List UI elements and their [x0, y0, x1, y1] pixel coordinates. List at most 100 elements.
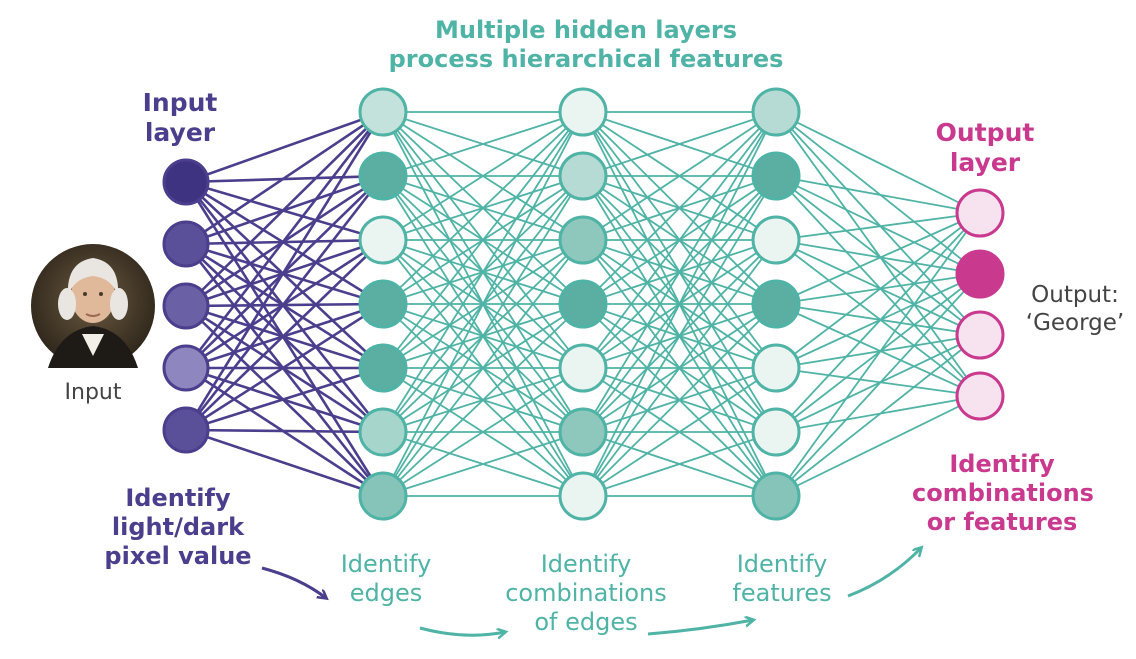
edge-hidden-3-7-to-output-4	[775, 395, 981, 497]
hidden-2-node-2	[558, 151, 608, 201]
edge-hidden-3-6-to-output-4	[775, 395, 981, 433]
edge-hidden-3-2-to-output-2	[775, 175, 981, 275]
edge-hidden-1-4-to-hidden-2-1	[382, 111, 584, 305]
edge-input-5-to-hidden-1-3	[185, 239, 384, 431]
output-step-label: Identify combinations or features	[912, 450, 1094, 536]
hidden2-step-label: Identify combinations of edges	[505, 550, 667, 636]
output-node-3	[955, 310, 1005, 360]
output-node-1	[955, 188, 1005, 238]
edge-hidden-1-7-to-hidden-2-3	[382, 239, 584, 497]
edge-hidden-3-6-to-output-1	[775, 212, 981, 433]
nodes	[162, 87, 1005, 521]
hidden-1-node-6	[358, 407, 408, 457]
hidden-1-node-2	[358, 151, 408, 201]
edge-hidden-2-4-to-hidden-3-1	[582, 111, 777, 305]
hidden-2-node-5	[558, 343, 608, 393]
output-value-label: Output: ‘George’	[1025, 282, 1125, 336]
hidden-1-node-4	[358, 279, 408, 329]
edge-hidden-1-2-to-hidden-2-1	[382, 111, 584, 177]
input-step-label: Identify light/dark pixel value	[104, 484, 252, 570]
hidden-1-node-7	[358, 471, 408, 521]
output-node-4	[955, 371, 1005, 421]
edge-hidden-3-6-to-output-3	[775, 334, 981, 433]
edge-hidden-3-4-to-output-3	[775, 303, 981, 336]
edge-hidden-2-7-to-hidden-3-1	[582, 111, 777, 497]
hidden-layers-title: Multiple hidden layers process hierarchi…	[388, 16, 784, 73]
hidden-3-node-5	[751, 343, 801, 393]
input-node-5	[162, 406, 210, 454]
connections	[184, 110, 981, 498]
edge-hidden-1-7-to-hidden-2-5	[382, 367, 584, 497]
hidden-3-node-1	[751, 87, 801, 137]
input-node-1	[162, 158, 210, 206]
edge-input-5-to-hidden-1-2	[184, 175, 385, 431]
edge-hidden-3-1-to-output-3	[775, 111, 981, 336]
hidden-3-node-3	[751, 215, 801, 265]
edge-hidden-1-7-to-hidden-2-6	[382, 431, 584, 497]
edge-input-2-to-hidden-1-1	[185, 110, 384, 246]
edge-hidden-2-7-to-hidden-3-5	[582, 367, 777, 497]
edge-input-5-to-hidden-1-5	[185, 366, 384, 432]
hidden1-step-label: Identify edges	[340, 550, 432, 607]
input-portrait-image	[31, 244, 155, 368]
edge-hidden-3-7-to-output-2	[775, 273, 981, 497]
edge-input-5-to-hidden-1-6	[185, 428, 384, 434]
hidden-3-node-2	[751, 151, 801, 201]
edge-hidden-3-7-to-output-1	[775, 212, 981, 497]
hidden-2-node-1	[558, 87, 608, 137]
input-node-4	[162, 344, 210, 392]
edge-hidden-3-3-to-output-2	[775, 239, 981, 275]
edge-hidden-3-5-to-output-3	[775, 334, 981, 369]
edge-hidden-3-5-to-output-1	[775, 212, 981, 369]
edge-hidden-3-3-to-output-4	[775, 239, 981, 397]
edge-input-5-to-hidden-1-7	[185, 428, 384, 498]
edge-hidden-1-7-to-hidden-2-1	[382, 111, 584, 497]
arrow-combinations-to-features	[647, 620, 753, 636]
output-node-2	[955, 249, 1005, 299]
flow-arrows	[261, 548, 921, 636]
edge-hidden-3-7-to-output-3	[775, 334, 981, 497]
edge-input-5-to-hidden-1-1	[184, 111, 385, 431]
edge-hidden-3-5-to-output-2	[775, 273, 981, 369]
edge-hidden-2-7-to-hidden-3-3	[582, 239, 777, 497]
hidden-3-node-4	[751, 279, 801, 329]
hidden-3-node-6	[751, 407, 801, 457]
hidden-1-node-1	[358, 87, 408, 137]
edge-hidden-1-3-to-hidden-2-1	[382, 111, 584, 241]
edge-hidden-3-4-to-output-2	[775, 273, 981, 305]
edge-hidden-2-7-to-hidden-3-2	[582, 175, 777, 497]
edge-input-5-to-hidden-1-4	[185, 302, 384, 432]
edge-hidden-1-5-to-hidden-2-1	[382, 111, 584, 369]
edge-hidden-3-3-to-output-3	[775, 239, 981, 336]
edge-hidden-3-2-to-output-4	[775, 175, 981, 397]
edge-hidden-3-2-to-output-3	[775, 175, 981, 336]
edge-hidden-3-1-to-output-2	[775, 111, 981, 275]
edge-hidden-2-7-to-hidden-3-6	[582, 431, 777, 497]
edge-hidden-2-2-to-hidden-3-1	[582, 111, 777, 177]
edge-hidden-3-5-to-output-4	[775, 367, 981, 397]
hidden-1-node-3	[358, 215, 408, 265]
arrow-input-to-edges	[261, 566, 326, 598]
edge-hidden-1-6-to-hidden-2-1	[382, 111, 584, 433]
edge-hidden-3-4-to-output-4	[775, 303, 981, 397]
edge-hidden-2-3-to-hidden-3-1	[582, 111, 777, 241]
edge-input-4-to-hidden-1-1	[184, 111, 385, 369]
hidden3-step-label: Identify features	[732, 550, 832, 607]
edge-hidden-1-7-to-hidden-2-4	[382, 303, 584, 497]
hidden-2-node-3	[558, 215, 608, 265]
arrow-features-to-output	[847, 548, 921, 598]
hidden-2-node-7	[558, 471, 608, 521]
edge-hidden-2-6-to-hidden-3-1	[582, 111, 777, 433]
edge-hidden-3-4-to-output-1	[775, 212, 981, 305]
edge-hidden-2-5-to-hidden-3-1	[582, 111, 777, 369]
edge-input-1-to-hidden-1-1	[185, 110, 384, 184]
input-node-3	[162, 282, 210, 330]
input-image-label: Input	[64, 380, 122, 405]
edge-hidden-1-7-to-hidden-2-2	[382, 175, 584, 497]
hidden-1-node-5	[358, 343, 408, 393]
edge-hidden-3-1-to-output-4	[775, 111, 981, 397]
input-node-2	[162, 220, 210, 268]
edge-hidden-3-1-to-output-1	[775, 111, 981, 214]
hidden-3-node-7	[751, 471, 801, 521]
